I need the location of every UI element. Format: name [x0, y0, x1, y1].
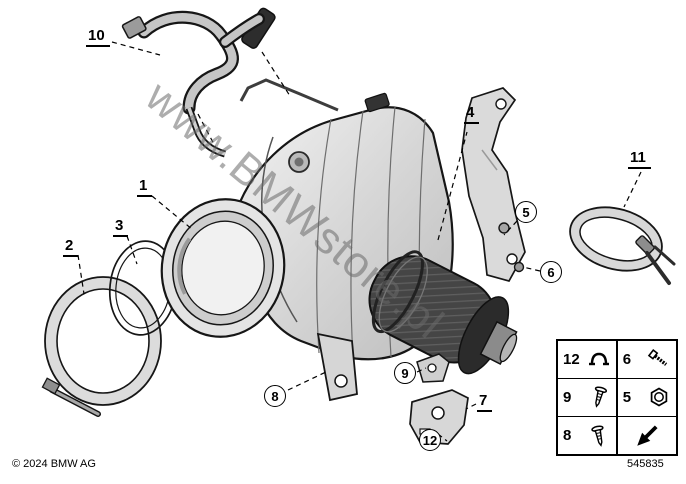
clamp-icon [589, 353, 610, 366]
small-bracket-art [416, 353, 450, 383]
mounting-tab-art [316, 332, 358, 402]
callout-4[interactable]: 4 [464, 104, 480, 124]
legend-number: 8 [563, 427, 572, 445]
legend-number: 5 [622, 388, 632, 406]
inlet-flange-art [160, 198, 286, 338]
fastener-legend: 12 6 9 [556, 339, 678, 456]
legend-number: 9 [563, 388, 572, 406]
flange-nut-icon [650, 388, 668, 407]
callout-10[interactable]: 10 [86, 27, 110, 47]
breather-hose-art [121, 7, 339, 158]
callout-3[interactable]: 3 [113, 217, 129, 237]
screw-icon [591, 425, 604, 447]
callout-1[interactable]: 1 [137, 177, 153, 197]
bolt-6-art [513, 261, 525, 273]
legend-cell-8[interactable]: 8 [558, 417, 617, 454]
screw-icon [595, 386, 608, 409]
legend-cell-6[interactable]: 6 [617, 341, 676, 378]
legend-number: 6 [622, 350, 632, 368]
exhaust-clamp-art [569, 206, 663, 272]
particulate-filter-art [368, 250, 518, 375]
callout-9[interactable]: 9 [394, 362, 416, 384]
holder-bracket-art [461, 87, 526, 282]
bolt-icon [647, 349, 668, 367]
diagram-number: 545835 [627, 458, 664, 470]
callout-11[interactable]: 11 [628, 149, 651, 169]
clamp-bolt-art [635, 235, 676, 285]
vband-clamp-art [41, 276, 162, 417]
legend-cell-arrow[interactable] [617, 417, 676, 454]
callout-6[interactable]: 6 [540, 261, 562, 283]
direction-arrow-icon [637, 425, 658, 446]
callout-8[interactable]: 8 [264, 385, 286, 407]
legend-cell-9[interactable]: 9 [558, 379, 617, 416]
callout-7[interactable]: 7 [477, 392, 493, 412]
callout-5[interactable]: 5 [515, 201, 537, 223]
copyright-notice: © 2024 BMW AG [12, 458, 96, 470]
legend-cell-5[interactable]: 5 [617, 379, 676, 416]
callout-2[interactable]: 2 [63, 237, 79, 257]
bolt-5-art [498, 222, 510, 234]
callout-12[interactable]: 12 [419, 429, 441, 451]
legend-number: 12 [563, 350, 580, 368]
legend-cell-12[interactable]: 12 [558, 341, 617, 378]
